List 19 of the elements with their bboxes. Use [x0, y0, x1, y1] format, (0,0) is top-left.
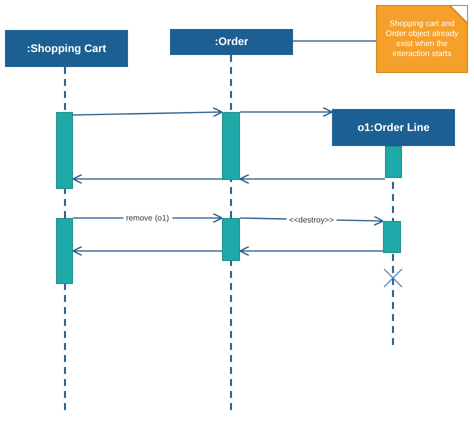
activation-bar [383, 221, 401, 253]
activation-bar [222, 112, 240, 180]
message-arrow [239, 174, 385, 184]
note-shape: Shopping cart and Order object already exist when the interaction starts [376, 5, 468, 73]
message-arrow [239, 246, 383, 256]
message-label: remove (o1) [122, 214, 172, 222]
activation-bar [56, 218, 73, 284]
lifeline-header: :Order [170, 29, 293, 55]
message-arrow [72, 246, 222, 256]
activation-bar [222, 218, 240, 261]
message-arrow [72, 174, 222, 184]
message-arrow [72, 107, 223, 118]
message-label: <<destroy>> [286, 215, 337, 224]
activation-bar [385, 146, 402, 178]
note-connector [293, 40, 376, 42]
message-arrow [240, 106, 333, 118]
lifeline-header: o1:Order Line [332, 109, 455, 146]
lifeline-header: :Shopping Cart [5, 30, 128, 67]
activation-bar [56, 112, 73, 189]
